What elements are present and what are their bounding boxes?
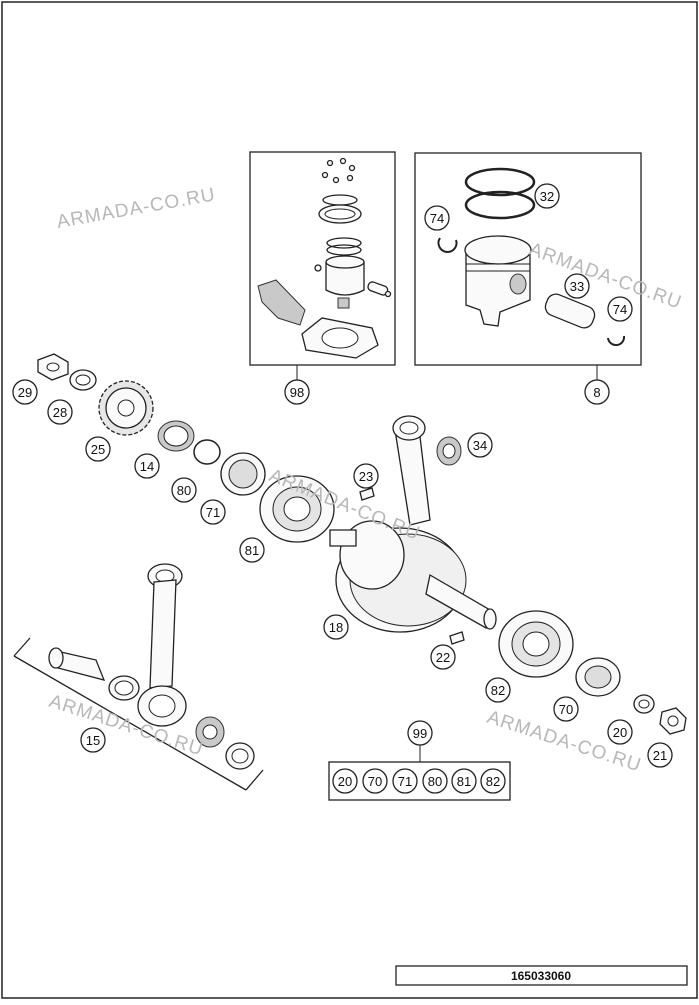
callout-28[interactable]: 28 — [47, 399, 73, 425]
kit-box-15[interactable] — [13, 563, 264, 791]
kit-box-98[interactable] — [249, 151, 396, 366]
kit-99-item[interactable]: 20 — [332, 768, 358, 794]
diagram-id: 165033060 — [511, 969, 571, 983]
callout-20[interactable]: 20 — [607, 719, 633, 745]
callout-82[interactable]: 82 — [485, 677, 511, 703]
svg-text:74: 74 — [430, 211, 444, 226]
callout-70[interactable]: 70 — [553, 696, 579, 722]
svg-text:80: 80 — [177, 483, 191, 498]
svg-text:22: 22 — [436, 650, 450, 665]
svg-text:98: 98 — [290, 385, 304, 400]
svg-text:33: 33 — [570, 279, 584, 294]
callout-80[interactable]: 80 — [171, 477, 197, 503]
svg-text:20: 20 — [613, 725, 627, 740]
svg-text:70: 70 — [368, 774, 382, 789]
callout-25[interactable]: 25 — [85, 436, 111, 462]
left-shaft-parts[interactable] — [37, 353, 335, 543]
svg-text:23: 23 — [359, 469, 373, 484]
callout-33[interactable]: 33 — [564, 273, 590, 299]
svg-text:70: 70 — [559, 702, 573, 717]
callout-29[interactable]: 29 — [12, 379, 38, 405]
svg-text:28: 28 — [53, 405, 67, 420]
svg-text:34: 34 — [473, 438, 487, 453]
svg-text:15: 15 — [86, 733, 100, 748]
svg-text:82: 82 — [486, 774, 500, 789]
kit-99-item[interactable]: 82 — [480, 768, 506, 794]
callout-14[interactable]: 14 — [134, 453, 160, 479]
svg-text:14: 14 — [140, 459, 154, 474]
svg-text:32: 32 — [540, 189, 554, 204]
diagram-id-box: 165033060 — [395, 965, 688, 986]
svg-text:71: 71 — [398, 774, 412, 789]
callout-81[interactable]: 81 — [239, 537, 265, 563]
svg-text:29: 29 — [18, 385, 32, 400]
svg-text:71: 71 — [206, 505, 220, 520]
callout-15[interactable]: 15 — [80, 727, 106, 753]
kit-99-item[interactable]: 71 — [392, 768, 418, 794]
crankshaft-assembly[interactable] — [329, 415, 497, 645]
kit-99-item[interactable]: 70 — [362, 768, 388, 794]
callout-22[interactable]: 22 — [430, 644, 456, 670]
svg-text:20: 20 — [338, 774, 352, 789]
svg-text:99: 99 — [413, 726, 427, 741]
callout-34[interactable]: 34 — [467, 432, 493, 458]
callout-74-left[interactable]: 74 — [424, 205, 450, 231]
callout-18[interactable]: 18 — [323, 614, 349, 640]
callout-leaders — [296, 365, 598, 380]
svg-text:81: 81 — [245, 543, 259, 558]
kit-box-99[interactable] — [328, 745, 511, 801]
svg-text:8: 8 — [593, 385, 600, 400]
kit-99-item[interactable]: 81 — [451, 768, 477, 794]
svg-text:81: 81 — [457, 774, 471, 789]
callout-21[interactable]: 21 — [647, 742, 673, 768]
callout-23[interactable]: 23 — [353, 463, 379, 489]
svg-text:25: 25 — [91, 442, 105, 457]
svg-text:82: 82 — [491, 683, 505, 698]
callout-8[interactable]: 8 — [584, 379, 610, 405]
callout-99[interactable]: 99 — [407, 720, 433, 746]
kit-99-item[interactable]: 80 — [422, 768, 448, 794]
watermark-1: ARMADA-CO.RU — [55, 184, 217, 233]
callout-98[interactable]: 98 — [284, 379, 310, 405]
svg-text:74: 74 — [613, 302, 627, 317]
right-shaft-parts[interactable] — [498, 610, 687, 735]
callout-32[interactable]: 32 — [534, 183, 560, 209]
callout-74-right[interactable]: 74 — [607, 296, 633, 322]
kit-box-8[interactable] — [414, 152, 642, 366]
svg-text:80: 80 — [428, 774, 442, 789]
svg-text:18: 18 — [329, 620, 343, 635]
svg-text:21: 21 — [653, 748, 667, 763]
callout-group: 29 28 25 14 80 71 81 23 34 18 22 82 70 2… — [12, 183, 673, 794]
callout-71[interactable]: 71 — [200, 499, 226, 525]
